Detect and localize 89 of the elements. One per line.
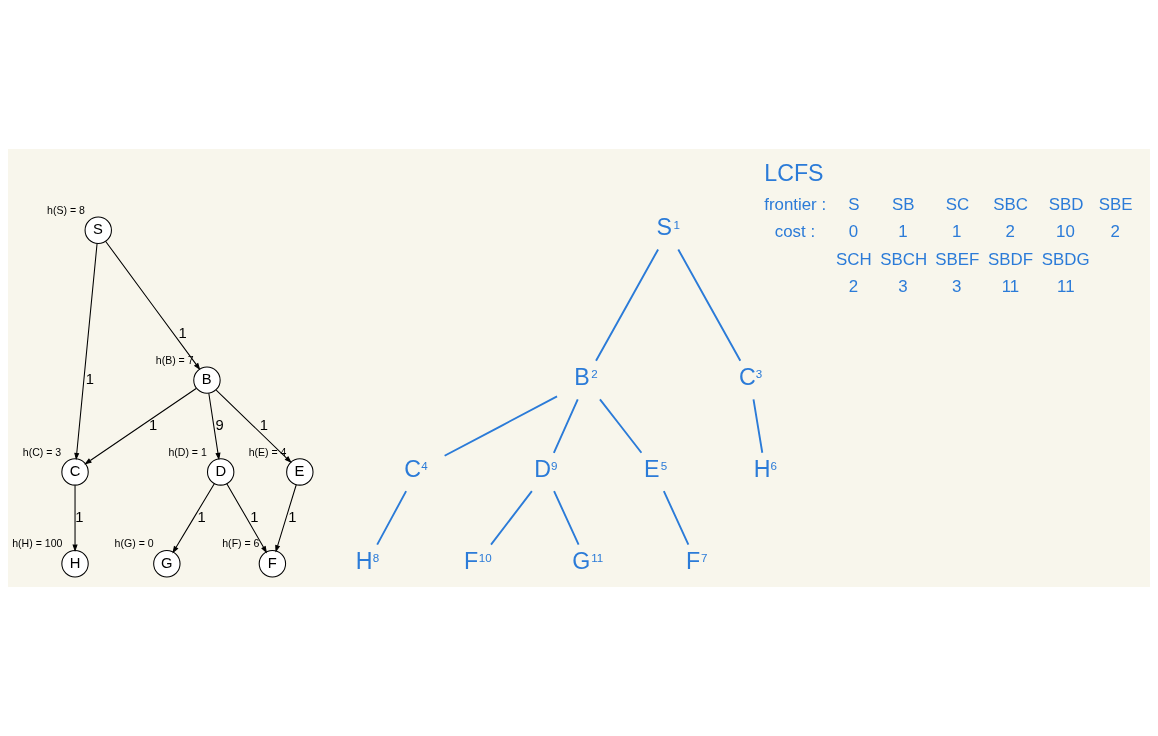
node-text: F <box>686 547 701 574</box>
arrow <box>74 243 98 461</box>
label: LCFS <box>764 160 824 187</box>
edge-label: 1 <box>85 371 94 388</box>
node-text: H <box>355 547 373 574</box>
connector <box>662 490 690 546</box>
node-label: h(D) = 1 <box>168 445 207 458</box>
node-label: 2 <box>591 367 598 381</box>
connector <box>752 398 764 454</box>
node-text: C <box>404 455 422 482</box>
node-label: 3 <box>755 367 763 381</box>
label: SC <box>945 195 970 214</box>
node-label: 9 <box>551 459 558 473</box>
connector <box>376 490 408 546</box>
node-circle: H <box>61 550 89 578</box>
node-label: h(H) = 100 <box>12 537 63 550</box>
label: SBEF <box>935 249 980 269</box>
node-circle: S <box>84 216 112 244</box>
label: 11 <box>1001 277 1020 297</box>
arrow <box>215 389 292 464</box>
edge-label: 9 <box>215 416 224 433</box>
edge-label: 1 <box>178 325 187 342</box>
label: SBE <box>1098 195 1133 214</box>
arrow <box>84 388 197 465</box>
node-text: H <box>753 455 771 482</box>
connector <box>595 248 660 362</box>
node-text: C <box>738 363 756 390</box>
node-label: h(G) = 0 <box>114 537 154 550</box>
connector <box>490 490 533 546</box>
label: cost : <box>774 222 816 242</box>
node-label: 10 <box>478 551 492 565</box>
label: 1 <box>898 222 908 242</box>
label: SBDG <box>1041 249 1090 269</box>
edge-label: 1 <box>259 416 269 433</box>
arrow <box>172 483 215 554</box>
node-text: G <box>572 547 591 574</box>
node-text: F <box>463 547 479 574</box>
label: frontier : <box>764 195 827 214</box>
label: 11 <box>1057 277 1075 297</box>
connector <box>553 490 580 546</box>
label: 1 <box>952 222 962 242</box>
arrow <box>226 483 268 554</box>
node-label: h(B) = 7 <box>155 353 194 366</box>
arrow <box>72 484 78 552</box>
label: 3 <box>898 277 908 297</box>
label: SBC <box>993 195 1028 214</box>
node-label: 4 <box>421 459 428 473</box>
node-label: 11 <box>591 551 604 565</box>
node-label: h(C) = 3 <box>22 445 62 458</box>
label: SCH <box>836 249 872 269</box>
node-label: 1 <box>673 217 680 231</box>
label: SBDF <box>987 249 1033 269</box>
node-circle: F <box>258 550 287 578</box>
node-label: 8 <box>372 551 380 565</box>
edge-label: 1 <box>149 416 158 433</box>
edge-label: 1 <box>250 508 259 525</box>
arrow <box>208 392 221 461</box>
label: 2 <box>848 277 859 297</box>
label: SBD <box>1048 195 1084 214</box>
node-circle: C <box>61 458 89 486</box>
node-text: S <box>656 214 673 241</box>
node-label: h(F) = 6 <box>222 537 260 550</box>
connector <box>443 395 558 457</box>
connector <box>677 248 742 362</box>
label: S <box>848 195 860 214</box>
node-text: B <box>574 363 590 390</box>
label: 2 <box>1005 222 1015 242</box>
edge-label: 1 <box>75 508 84 525</box>
node-text: E <box>643 455 660 482</box>
node-label: 5 <box>660 459 668 473</box>
node-circle: B <box>193 366 221 394</box>
label: 3 <box>952 277 962 297</box>
edge-label: 1 <box>288 508 297 525</box>
label: SB <box>891 195 915 214</box>
node-label: 7 <box>700 551 708 565</box>
node-circle: G <box>153 550 181 578</box>
node-circle: D <box>206 458 235 486</box>
arrow <box>275 484 297 553</box>
node-text: D <box>534 455 551 482</box>
connector <box>599 398 643 454</box>
node-label: 6 <box>770 459 778 473</box>
label: 10 <box>1056 222 1075 242</box>
arrow <box>105 240 201 371</box>
label: 2 <box>1110 222 1120 242</box>
label: SBCH <box>880 249 928 269</box>
label: 0 <box>848 222 859 242</box>
connector <box>552 398 579 454</box>
node-label: h(S) = 8 <box>47 203 85 216</box>
edge-label: 1 <box>197 508 206 525</box>
